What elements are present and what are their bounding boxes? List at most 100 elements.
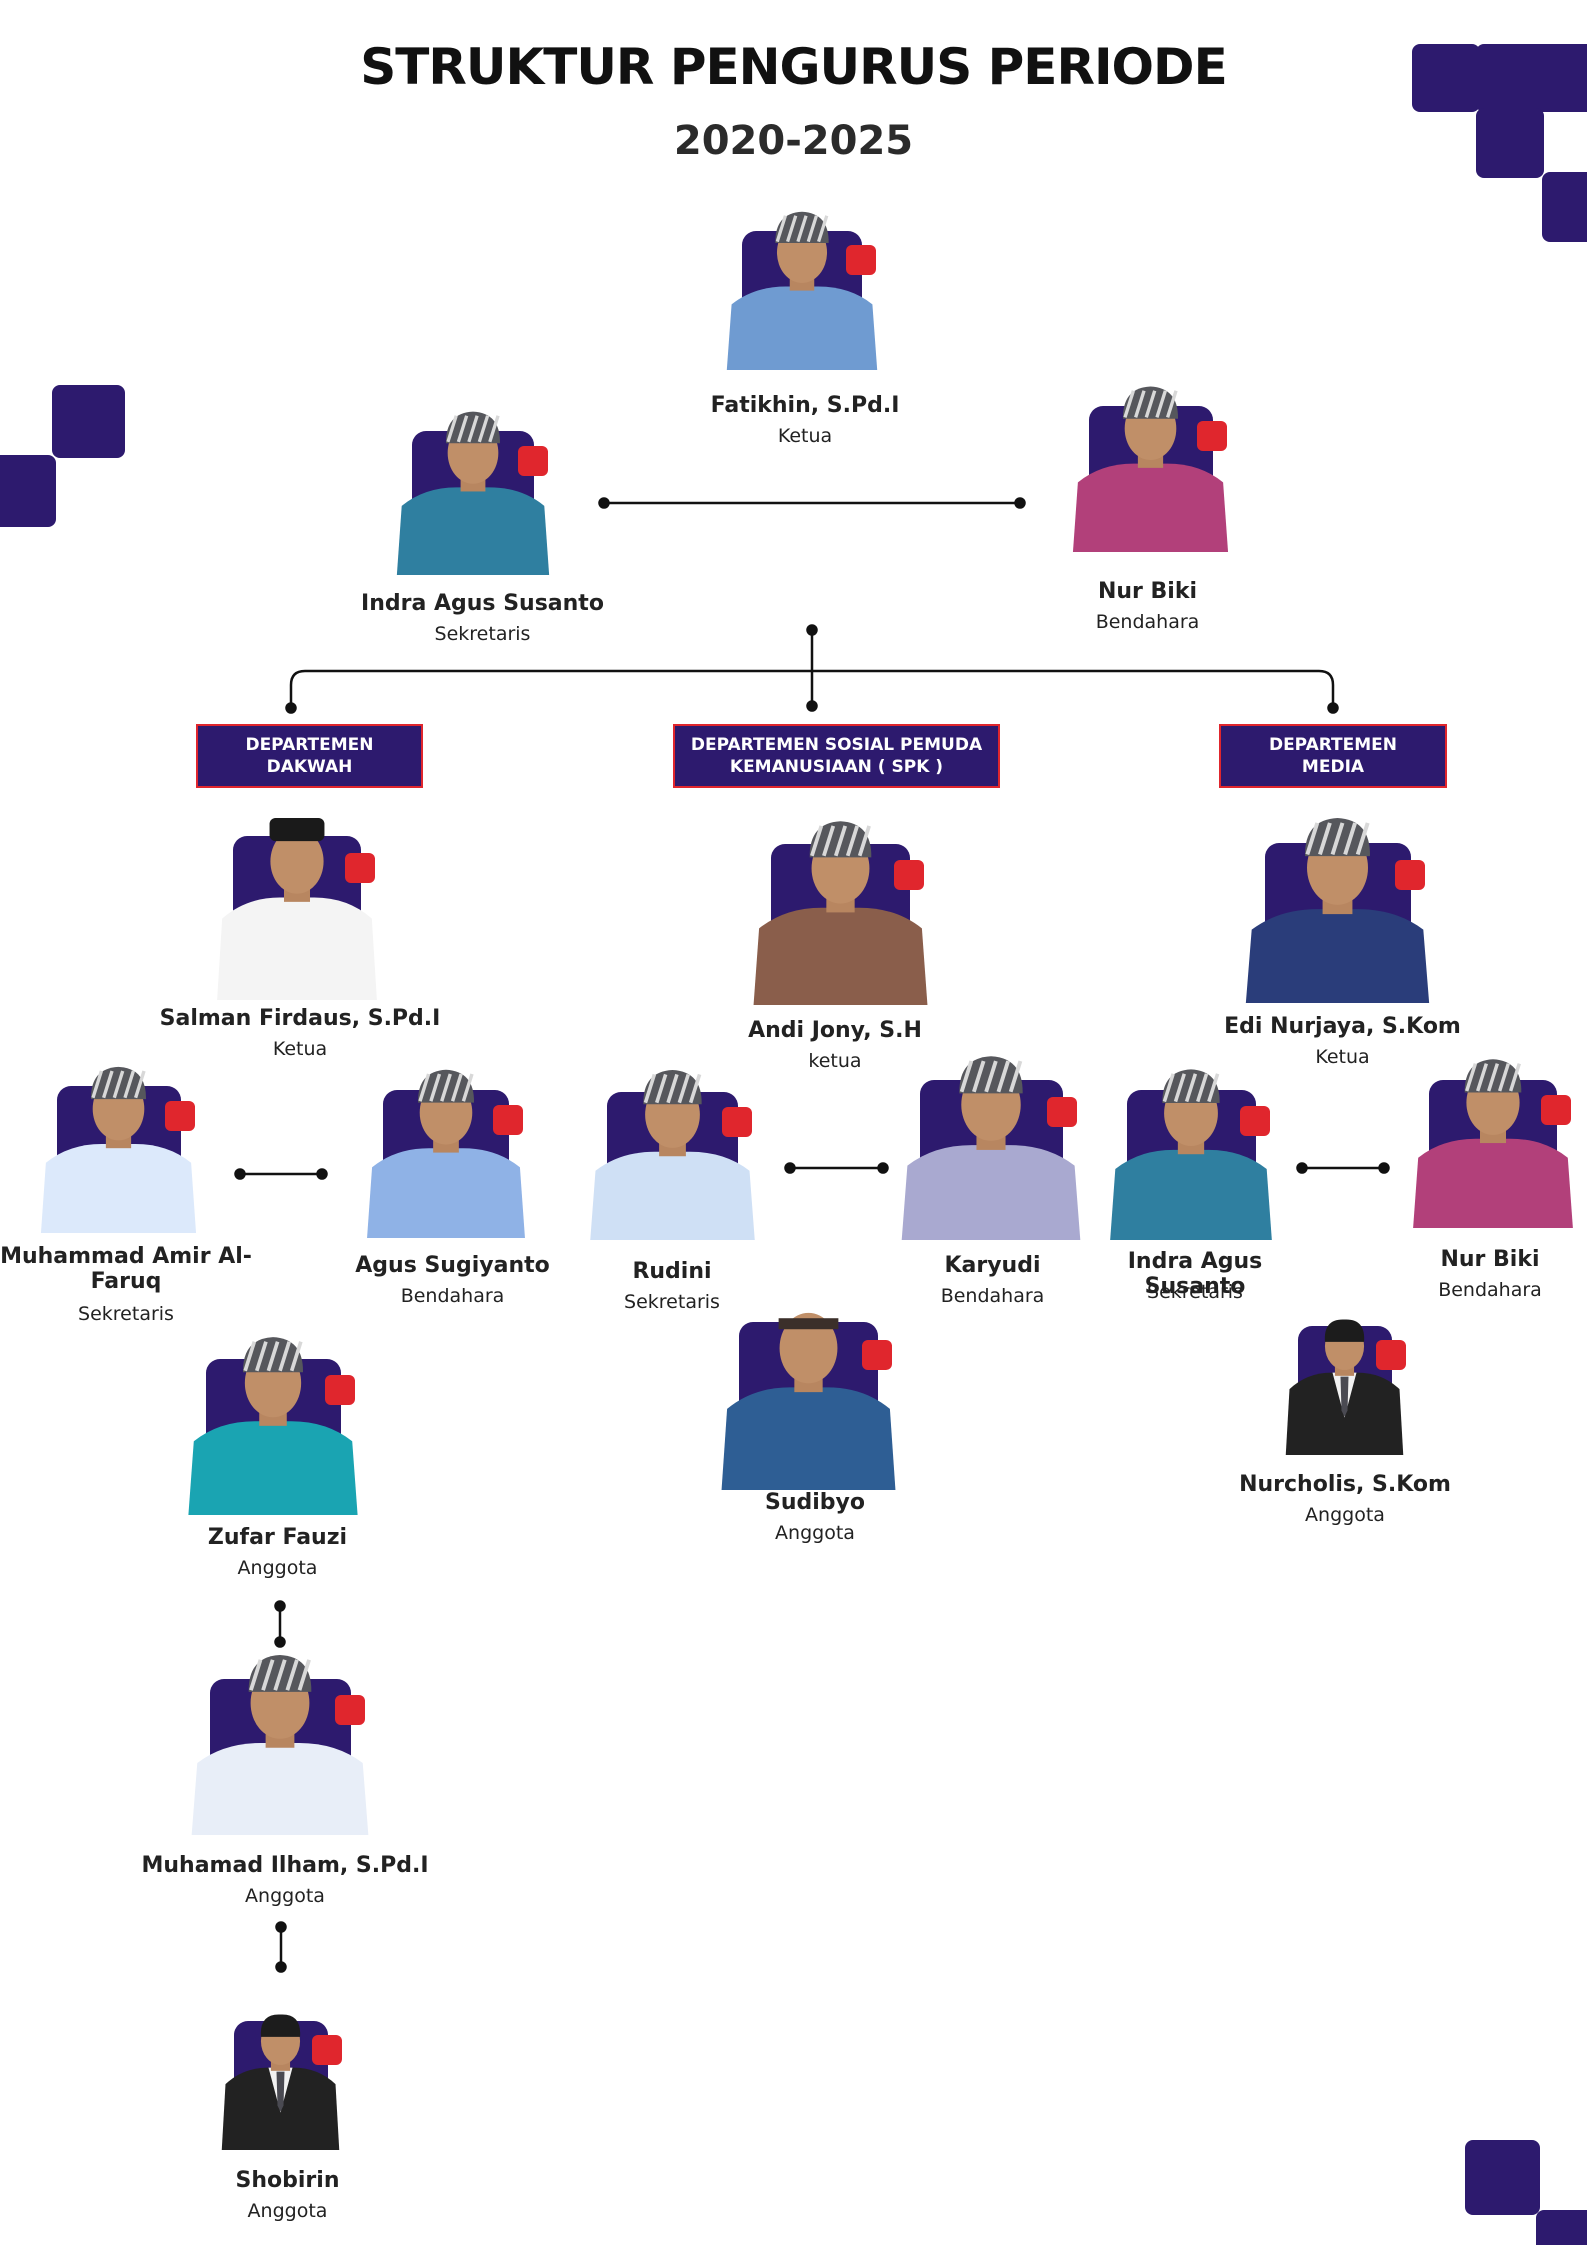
portrait-dakwah-anggota-3	[218, 1985, 343, 2150]
accent-square	[1395, 860, 1425, 890]
accent-square	[846, 245, 876, 275]
dakwah-anggota-3-role: Anggota	[247, 2200, 328, 2222]
shirt	[367, 1148, 525, 1238]
person-figure	[1245, 817, 1430, 1003]
shirt	[1413, 1138, 1573, 1228]
person-figure	[753, 821, 928, 1005]
portrait-dakwah-anggota-2	[186, 1635, 374, 1835]
person-figure	[1110, 1069, 1272, 1240]
top-sekretaris-name: Indra Agus Susanto	[361, 591, 604, 616]
spk-anggota-1-name: Sudibyo	[765, 1490, 865, 1515]
dakwah-anggota-3-name: Shobirin	[235, 2168, 340, 2193]
person-figure	[217, 818, 377, 1000]
shirt	[396, 487, 550, 575]
accent-square	[493, 1105, 523, 1135]
portrait-dakwah-anggota-1	[183, 1315, 363, 1515]
accent-square	[325, 1375, 355, 1405]
spk-ketua-role: ketua	[808, 1050, 862, 1072]
person-figure	[901, 1056, 1081, 1240]
peci	[269, 818, 325, 842]
dakwah-bendahara-name: Agus Sugiyanto	[355, 1253, 550, 1278]
accent-square	[862, 1340, 892, 1370]
shirt	[721, 1387, 896, 1490]
portrait-spk-anggota-1	[716, 1275, 901, 1490]
accent-square	[345, 853, 375, 883]
person-figure	[40, 1066, 197, 1233]
dakwah-ketua-name: Salman Firdaus, S.Pd.I	[159, 1006, 441, 1031]
top-ketua-name: Fatikhin, S.Pd.I	[710, 393, 900, 418]
shirt	[901, 1145, 1081, 1240]
portrait-spk-ketua	[748, 798, 933, 1005]
shirt	[1072, 463, 1229, 552]
shirt	[40, 1143, 197, 1233]
portrait-spk-bendahara	[896, 1035, 1086, 1240]
person-figure	[1285, 1319, 1404, 1455]
accent-square	[894, 860, 924, 890]
top-bendahara-name: Nur Biki	[1097, 579, 1198, 604]
spk-bendahara-name: Karyudi	[944, 1253, 1041, 1278]
shirt	[590, 1151, 755, 1240]
shirt	[726, 286, 878, 370]
accent-square	[518, 446, 548, 476]
dept-header-dakwah: DEPARTEMEN DAKWAH	[196, 724, 423, 788]
accent-square	[312, 2035, 342, 2065]
shirt	[188, 1421, 358, 1515]
spk-bendahara-role: Bendahara	[940, 1285, 1045, 1307]
shirt	[191, 1742, 369, 1835]
person-figure	[726, 211, 878, 370]
person-figure	[367, 1069, 525, 1238]
dept-header-spk: DEPARTEMEN SOSIAL PEMUDA KEMANUSIAAN ( S…	[673, 724, 1000, 788]
person-figure	[721, 1312, 896, 1490]
accent-square	[165, 1101, 195, 1131]
spk-sekretaris-name: Rudini	[632, 1259, 712, 1284]
dakwah-anggota-1-role: Anggota	[237, 1557, 318, 1579]
portrait-top-sekretaris	[392, 390, 554, 575]
person-figure	[1413, 1059, 1573, 1228]
spk-ketua-name: Andi Jony, S.H	[748, 1018, 922, 1043]
media-sekretaris-role: Sekretaris	[1147, 1281, 1243, 1303]
person-figure	[221, 2014, 340, 2150]
dept-header-media: DEPARTEMEN MEDIA	[1219, 724, 1447, 788]
dakwah-ketua-role: Ketua	[272, 1038, 328, 1060]
portrait-media-bendahara	[1408, 1038, 1578, 1228]
portrait-dakwah-bendahara	[362, 1048, 530, 1238]
portrait-dakwah-sekretaris	[36, 1045, 201, 1233]
accent-square	[722, 1107, 752, 1137]
media-ketua-name: Edi Nurjaya, S.Kom	[1224, 1014, 1461, 1039]
headband	[778, 1318, 839, 1330]
media-ketua-role: Ketua	[1315, 1046, 1370, 1068]
spk-sekretaris-role: Sekretaris	[624, 1291, 720, 1313]
shirt	[1110, 1149, 1272, 1240]
accent-square	[1376, 1340, 1406, 1370]
face	[779, 1312, 838, 1384]
media-anggota-1-name: Nurcholis, S.Kom	[1239, 1472, 1451, 1497]
hair	[1324, 1319, 1365, 1342]
media-bendahara-role: Bendahara	[1438, 1279, 1542, 1301]
dakwah-bendahara-role: Bendahara	[400, 1285, 505, 1307]
media-sekretaris-name: Indra Agus Susanto	[1127, 1249, 1263, 1299]
portrait-dakwah-ketua	[212, 790, 382, 1000]
accent-square	[1541, 1095, 1571, 1125]
person-figure	[191, 1655, 369, 1835]
page-title: STRUKTUR PENGURUS PERIODE	[360, 38, 1227, 96]
face	[270, 829, 324, 894]
media-bendahara-name: Nur Biki	[1440, 1247, 1540, 1272]
dakwah-sekretaris-role: Sekretaris	[78, 1303, 174, 1325]
spk-anggota-1-role: Anggota	[775, 1522, 855, 1544]
dakwah-anggota-2-name: Muhamad Ilham, S.Pd.I	[141, 1853, 429, 1878]
shirt	[217, 897, 377, 1000]
accent-square	[1197, 421, 1227, 451]
top-sekretaris-role: Sekretaris	[434, 623, 531, 645]
dakwah-sekretaris-name: Muhammad Amir Al- Faruq	[0, 1244, 252, 1294]
portrait-top-bendahara	[1068, 365, 1233, 552]
portrait-spk-sekretaris	[585, 1050, 760, 1240]
portrait-media-sekretaris	[1105, 1048, 1277, 1240]
accent-square	[1240, 1106, 1270, 1136]
person-figure	[188, 1337, 358, 1515]
portrait-media-ketua	[1240, 798, 1435, 1003]
shirt	[753, 907, 928, 1005]
dakwah-anggota-2-role: Anggota	[245, 1885, 325, 1907]
person-figure	[1072, 386, 1229, 552]
person-figure	[396, 411, 550, 575]
